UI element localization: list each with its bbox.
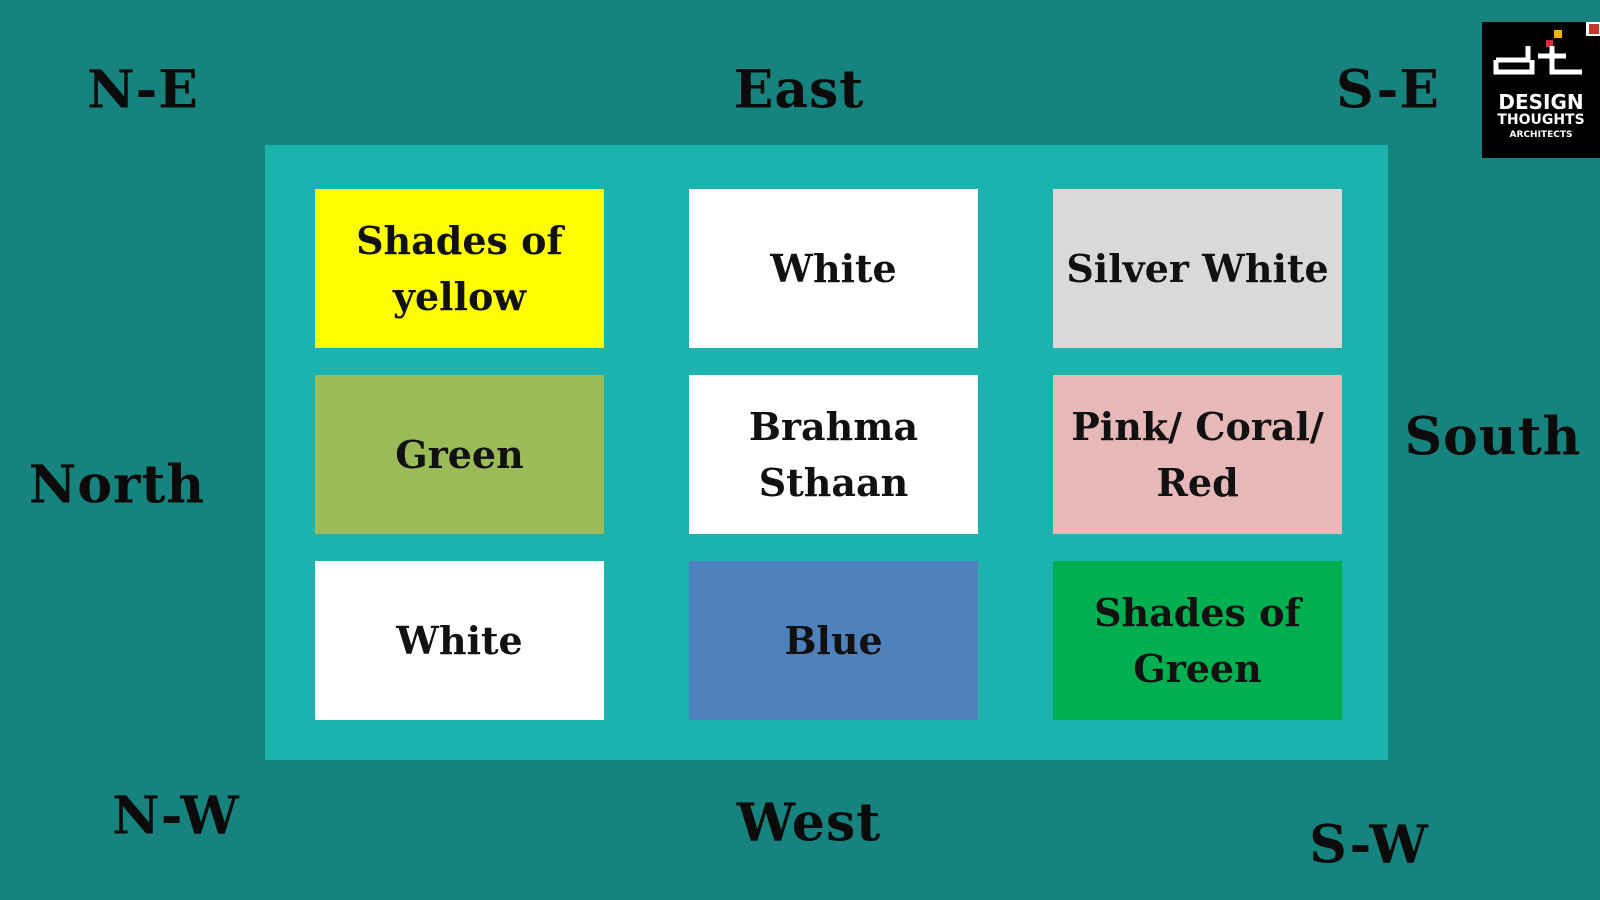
- label-south-west: S-W: [1309, 814, 1429, 876]
- color-cell: White: [315, 561, 604, 720]
- color-cell: Shades of Green: [1053, 561, 1342, 720]
- color-cell-label: Shades of yellow: [356, 218, 563, 319]
- logo-text-architects: ARCHITECTS: [1509, 130, 1573, 140]
- label-south: South: [1404, 406, 1582, 468]
- color-cell-label: Pink/ Coral/ Red: [1071, 404, 1324, 505]
- color-cell-label: Silver White: [1066, 245, 1329, 291]
- color-cell: Silver White: [1053, 189, 1342, 348]
- label-south-east: S-E: [1336, 59, 1440, 121]
- color-cell: Blue: [689, 561, 978, 720]
- logo-text-thoughts: THOUGHTS: [1497, 112, 1585, 128]
- label-north-east: N-E: [87, 59, 199, 121]
- color-cell: Shades of yellow: [315, 189, 604, 348]
- label-north: North: [28, 454, 206, 516]
- design-thoughts-logo: DESIGN THOUGHTS ARCHITECTS: [1482, 22, 1600, 158]
- color-cell: Pink/ Coral/ Red: [1053, 375, 1342, 534]
- color-cell: Green: [315, 375, 604, 534]
- dt-logo-icon: [1493, 22, 1600, 75]
- color-cell-label: Brahma Sthaan: [748, 404, 919, 505]
- logo-text-design: DESIGN: [1498, 90, 1584, 114]
- color-cell: White: [689, 189, 978, 348]
- label-east: East: [733, 59, 865, 121]
- color-cell-label: White: [396, 617, 523, 663]
- color-cell-label: Green: [395, 431, 524, 477]
- color-cell-label: White: [770, 245, 897, 291]
- color-cell-label: Blue: [784, 617, 883, 663]
- label-north-west: N-W: [112, 785, 240, 847]
- color-cell-label: Shades of Green: [1094, 590, 1301, 691]
- color-cell: Brahma Sthaan: [689, 375, 978, 534]
- label-west: West: [736, 792, 882, 854]
